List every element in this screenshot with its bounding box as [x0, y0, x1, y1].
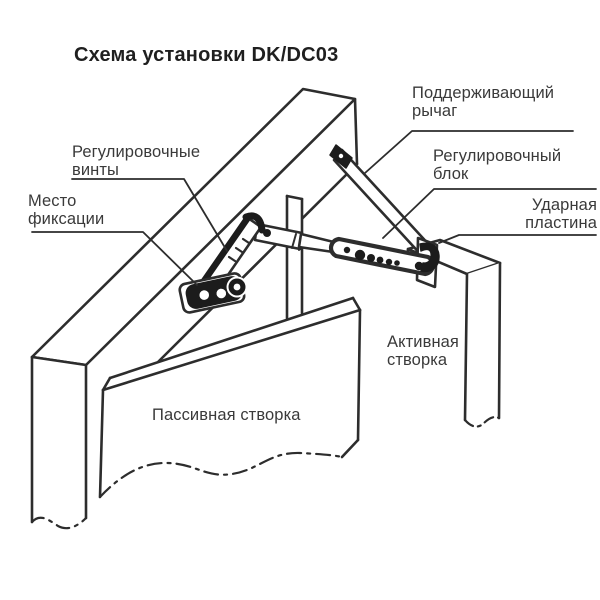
label-active-leaf: Активная створка [387, 333, 459, 369]
label-adjustment-screws: Регулировочные винты [72, 143, 201, 179]
leader-adjustment-block [382, 188, 597, 239]
label-fixation-point: Место фиксации [28, 192, 105, 228]
support-arm [329, 144, 434, 260]
label-strike-plate: Ударная пластина [525, 196, 597, 232]
label-adjustment-block: Регулировочный блок [433, 147, 562, 183]
active-leaf-break-line [463, 415, 501, 428]
frame-left-jamb [30, 355, 88, 530]
door-closer [178, 212, 344, 314]
adjustment-screw [234, 246, 244, 254]
adjustment-block [328, 236, 440, 277]
frame-mullion [285, 194, 304, 320]
leader-strike-plate [438, 234, 597, 244]
adjustment-screw [227, 255, 237, 263]
label-supporting-arm: Поддерживающий рычаг [412, 84, 555, 120]
passive-leaf-break-line [98, 451, 344, 499]
leader-supporting-arm [364, 130, 574, 174]
jamb-break-line [30, 516, 88, 530]
label-passive-leaf: Пассивная створка [152, 406, 301, 424]
passive-leaf-panel [98, 296, 362, 499]
leader-lines [31, 130, 597, 286]
leader-fixation-point [31, 231, 198, 286]
block-end-hook [419, 242, 440, 273]
adjustment-screw [241, 237, 251, 245]
page-title: Схема установки DK/DC03 [74, 44, 339, 66]
leader-adjustment-screws [71, 178, 228, 252]
